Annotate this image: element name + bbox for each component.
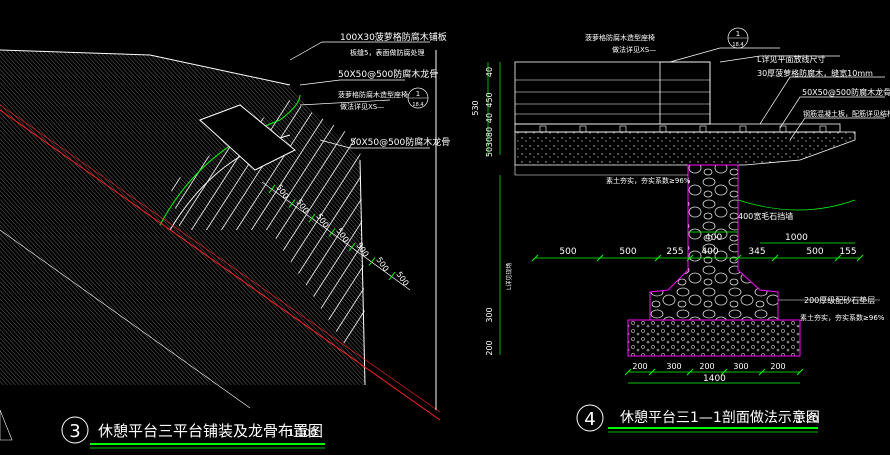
- detail-ref-left: 1 18.4: [407, 87, 429, 109]
- callout-fill-top: 素土夯实，夯实系数≥96%: [606, 176, 691, 185]
- leader-pergola: [299, 99, 391, 106]
- row-dim-label: 155: [839, 247, 856, 257]
- vertical-dim-label: 450: [485, 92, 494, 107]
- vertical-dim-label: 200: [485, 340, 494, 355]
- title-text-3: 休憩平台三平台铺装及龙骨布置图: [98, 422, 323, 440]
- bench-section: [514, 61, 711, 125]
- dim-400: 400: [705, 233, 722, 243]
- corner-mark: [0, 409, 13, 441]
- keel-marks: [539, 125, 827, 133]
- callout-decking-2: 板缝5，表面做防腐处理: [350, 48, 424, 57]
- boundary-white: [0, 229, 251, 409]
- callout-top-decking: 30厚菠萝格防腐木，缝宽10mm: [757, 68, 873, 78]
- ground-line-left: [514, 165, 688, 176]
- ground-curve: [737, 199, 856, 211]
- title-scale-3: 1:100: [288, 428, 317, 439]
- boundary-red-2: [0, 104, 441, 413]
- base-total: 1400: [703, 374, 726, 384]
- detail-ref-right: 1 18.4: [727, 27, 749, 49]
- callout-keel: 50X50@500防腐木龙骨: [802, 87, 890, 97]
- base-dim-label: 300: [733, 362, 748, 371]
- base-dim-label: 300: [666, 362, 681, 371]
- vertical-dim-label: 530: [471, 100, 480, 115]
- spacing-dim-label: 500: [334, 226, 350, 244]
- svg-text:18.4: 18.4: [412, 102, 423, 108]
- base-dim-label: 200: [632, 362, 647, 371]
- title-block-3: 3 休憩平台三平台铺装及龙骨布置图 1:100: [61, 416, 325, 449]
- vertical-dim-label: 80: [485, 127, 494, 137]
- callout-slab: 钢筋混凝土板，配筋详见结构: [803, 109, 890, 118]
- leader-keel-top: [299, 79, 405, 86]
- callout-column-height: L详见现场: [505, 263, 513, 290]
- spacing-dim-label: 500: [374, 255, 390, 273]
- title-scale-4: 1:20: [796, 414, 818, 425]
- row-dims: 500 500 255 400 345 500 155: [531, 247, 864, 262]
- callout-keel-top: 50X50@500防腐木龙骨: [338, 68, 438, 80]
- vertical-dim-label: 300: [485, 307, 494, 322]
- base-dim-label: 200: [699, 362, 714, 371]
- row-dim-label: 500: [619, 247, 636, 257]
- callout-pergola-1: 菠萝格防腐木造型座椅: [338, 90, 408, 99]
- concrete-slab: [514, 131, 856, 166]
- callout-decking-1: 100X30菠萝格防腐木铺板: [340, 31, 447, 43]
- spacing-dim-label: 500: [354, 241, 370, 259]
- svg-text:1: 1: [736, 30, 740, 38]
- svg-text:18.4: 18.4: [732, 42, 743, 48]
- base-dim-label: 200: [770, 362, 785, 371]
- callout-pergola-2: 做法详见XS—: [340, 102, 384, 111]
- callout-bench-2: 做法详见XS—: [612, 45, 656, 54]
- vertical-dim-label: 40: [485, 113, 494, 123]
- deck-band: [514, 123, 841, 133]
- callout-fill-bottom: 素土夯实，夯实系数≥96%: [800, 313, 885, 322]
- bench-block: [199, 104, 296, 171]
- vertical-dim-label: 50: [485, 147, 494, 157]
- callout-bench-1: 菠萝格防腐木造型座椅: [585, 33, 655, 42]
- dim-1000: 1000: [785, 233, 808, 243]
- leader-keel-bottom: [319, 139, 430, 149]
- row-dim-label: 500: [559, 247, 576, 257]
- deck-edge-right: [359, 159, 366, 386]
- title-text-4: 休憩平台三1—1剖面做法示意图: [620, 409, 820, 426]
- vertical-dim-label: 30: [485, 137, 494, 147]
- svg-text:1: 1: [416, 90, 420, 98]
- leader-bench: [669, 47, 780, 63]
- vertical-dim-label: 40: [485, 67, 494, 77]
- row-dim-label: 255: [666, 247, 683, 257]
- row-dim-label: 400: [701, 247, 718, 257]
- callout-dims-ref: L详见平面放线尺寸: [757, 54, 825, 64]
- callout-keel-bottom: 50X50@500防腐木龙骨: [350, 136, 450, 148]
- title-block-4: 4 休憩平台三1—1剖面做法示意图 1:20: [576, 404, 820, 433]
- deck-edge-top: [0, 49, 291, 86]
- leader-decking: [289, 41, 430, 61]
- boundary-red: [0, 109, 441, 421]
- row-dim-label: 500: [806, 247, 823, 257]
- spacing-dim-label: 500: [394, 270, 410, 288]
- callout-gravel: 200厚级配砂石垫层: [804, 295, 875, 305]
- base-dims: 200 300 200 300 200: [624, 362, 804, 376]
- title-number-3: 3: [69, 421, 80, 442]
- row-dim-label: 345: [748, 247, 765, 257]
- spacing-dim-line: [261, 181, 411, 291]
- title-number-4: 4: [584, 409, 595, 430]
- gravel-base: [627, 319, 801, 357]
- callout-column: 400宽毛石挡墙: [738, 211, 793, 221]
